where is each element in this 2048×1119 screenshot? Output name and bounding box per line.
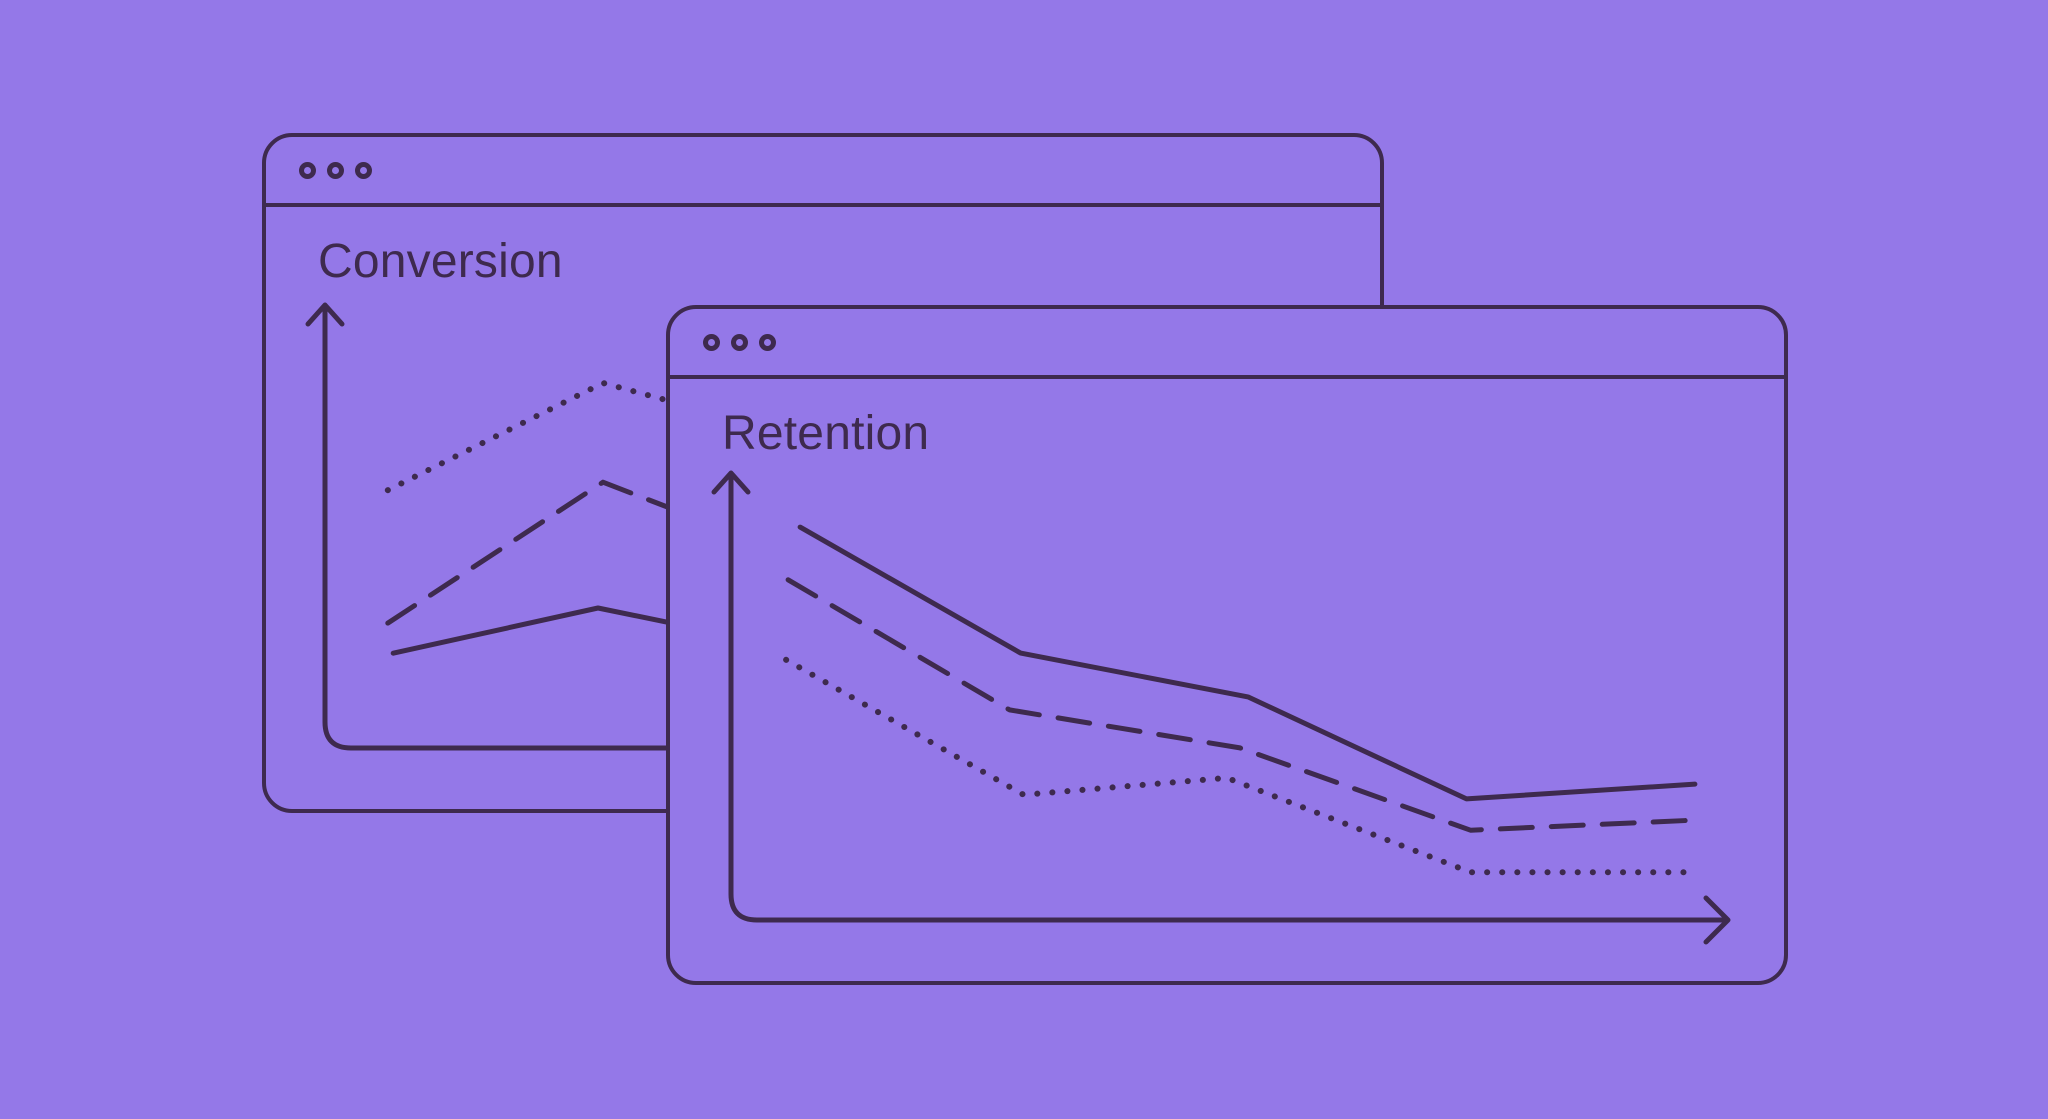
series-solid-bottom (390, 605, 683, 656)
retention-line-chart (711, 470, 1731, 945)
conversion-line-chart (305, 302, 683, 751)
window-control-dot (703, 333, 720, 351)
window-control-dot (759, 333, 776, 351)
window-control-dot (327, 161, 344, 179)
chart-title-retention: Retention (722, 407, 930, 460)
window-titlebar (670, 309, 1784, 379)
chart-title-conversion: Conversion (318, 235, 563, 288)
browser-window-retention: Retention (666, 305, 1788, 985)
series-solid-top (797, 524, 1698, 802)
window-control-dot (355, 161, 372, 179)
window-control-dot (299, 161, 316, 179)
window-control-dot (731, 333, 748, 351)
window-titlebar (266, 137, 1380, 207)
series-dashed-middle (385, 479, 683, 626)
series-dashed-middle (785, 577, 1703, 833)
series-dotted-top (384, 380, 683, 494)
series-dotted-bottom (783, 656, 1700, 876)
